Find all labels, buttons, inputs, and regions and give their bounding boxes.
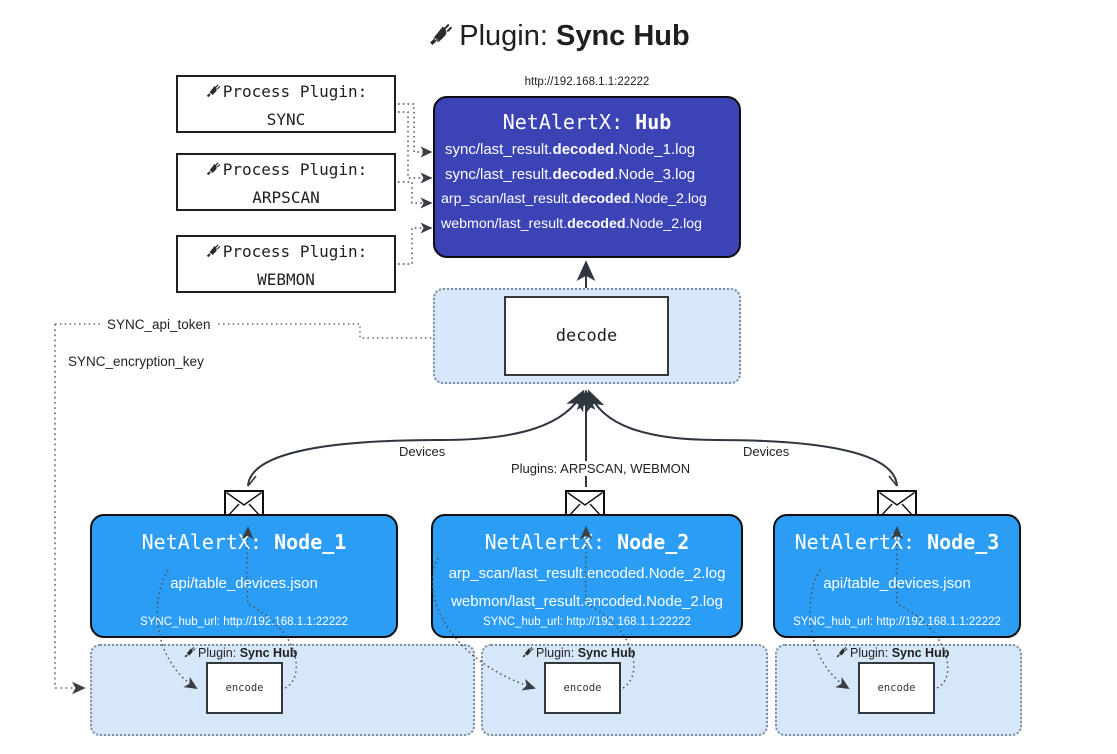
encode-caption-name: Sync Hub (891, 646, 950, 660)
plug-icon (427, 19, 455, 59)
plug-icon (183, 645, 197, 662)
hub-line-pre: sync/last_result. (445, 166, 553, 183)
process-plugin-label: Process Plugin: (222, 160, 368, 179)
process-plugin-line1: Process Plugin: (178, 239, 394, 267)
process-plugin-label: Process Plugin: (222, 242, 368, 261)
hub-log-line: sync/last_result.decoded.Node_1.log (435, 137, 739, 162)
process-plugin-line2: WEBMON (257, 270, 315, 289)
label-sync-encryption-key: SYNC_encryption_key (64, 354, 208, 369)
node-log-line: api/table_devices.json (170, 575, 318, 592)
envelope-stem-3 (888, 475, 898, 487)
encode-caption-name: Sync Hub (577, 646, 636, 660)
process-plugin-sync[interactable]: Process Plugin: SYNC (176, 75, 396, 133)
encode-box-node-1[interactable]: encode (206, 662, 283, 714)
hub-log-line: webmon/last_result.decoded.Node_2.log (435, 212, 739, 237)
encode-caption-prefix: Plugin: (850, 646, 892, 660)
process-plugin-line1: Process Plugin: (178, 79, 394, 107)
hub-line-post: .Node_3.log (614, 166, 696, 183)
encode-caption-node-2: Plugin: Sync Hub (521, 645, 635, 662)
plug-icon (205, 81, 222, 107)
node-title-name: Node_2 (617, 530, 690, 554)
envelope-stem-1 (247, 475, 257, 487)
encode-box-node-2[interactable]: encode (544, 662, 621, 714)
node-box-node-3[interactable]: NetAlertX: Node_3 api/table_devices.json… (773, 514, 1021, 638)
hub-line-post: .Node_2.log (630, 191, 707, 207)
edge-label-devices-right: Devices (738, 444, 795, 459)
encode-caption-name: Sync Hub (239, 646, 298, 660)
node-footer-hub-url: SYNC_hub_url: http://192.168.1.1:22222 (140, 616, 348, 628)
title-plugin-name: Sync Hub (555, 20, 690, 52)
hub-line-mid: decoded (567, 216, 626, 232)
process-plugin-webmon[interactable]: Process Plugin: WEBMON (176, 235, 396, 293)
hub-line-pre: webmon/last_result. (441, 216, 568, 232)
edge-sync-to-hub-line1 (398, 103, 433, 158)
plug-icon (205, 159, 222, 185)
hub-line-pre: sync/last_result. (445, 141, 553, 158)
edge-sync-to-hub-line2 (398, 111, 433, 184)
node-box-node-2[interactable]: NetAlertX: Node_2 arp_scan/last_result.e… (431, 514, 743, 638)
label-sync-api-token: SYNC_api_token (103, 317, 215, 332)
encode-box-node-3[interactable]: encode (858, 662, 935, 714)
plug-icon (521, 645, 535, 662)
node-lines: api/table_devices.json (92, 558, 396, 598)
edge-label-plugins: Plugins: ARPSCAN, WEBMON (506, 461, 696, 476)
node-box-node-1[interactable]: NetAlertX: Node_1 api/table_devices.json… (90, 514, 398, 638)
process-plugin-line2: SYNC (266, 110, 306, 129)
node-lines: api/table_devices.json (775, 558, 1019, 598)
node-title: NetAlertX: Node_3 (775, 526, 1019, 558)
node-lines: arp_scan/last_result.encoded.Node_2.log … (433, 558, 741, 616)
edge-webmon-to-hub (398, 222, 433, 265)
hub-title: NetAlertX: Hub (435, 107, 739, 137)
process-plugin-line1: Process Plugin: (178, 157, 394, 185)
process-plugin-line2: ARPSCAN (252, 188, 320, 207)
node-title-prefix: NetAlertX: (141, 530, 275, 554)
hub-title-name: Hub (635, 110, 672, 134)
encode-caption-node-1: Plugin: Sync Hub (183, 645, 297, 662)
hub-line-mid: decoded (571, 191, 631, 207)
hub-line-post: .Node_1.log (614, 141, 696, 158)
process-plugin-arpscan[interactable]: Process Plugin: ARPSCAN (176, 153, 396, 211)
hub-box[interactable]: NetAlertX: Hub sync/last_result.decoded.… (433, 96, 741, 258)
plug-icon (205, 241, 222, 267)
encode-caption-node-3: Plugin: Sync Hub (835, 645, 949, 662)
page-title: Plugin: Sync Hub (0, 16, 1117, 59)
node-footer-hub-url: SYNC_hub_url: http://192.168.1.1:22222 (483, 616, 691, 628)
hub-line-mid: decoded (552, 141, 615, 158)
node-footer-hub-url: SYNC_hub_url: http://192.168.1.1:22222 (793, 616, 1001, 628)
node-log-line: webmon/last_result.encoded.Node_2.log (451, 593, 723, 610)
node-title-name: Node_3 (927, 530, 1000, 554)
edge-encryption-key-path (54, 324, 86, 695)
node-log-line: arp_scan/last_result.encoded.Node_2.log (448, 565, 726, 582)
node-title-name: Node_1 (274, 530, 347, 554)
hub-line-post: .Node_2.log (625, 216, 703, 232)
plug-icon (835, 645, 849, 662)
node-log-line: api/table_devices.json (823, 575, 971, 592)
hub-line-mid: decoded (552, 166, 615, 183)
edge-arpscan-to-hub (398, 181, 433, 209)
encode-caption-prefix: Plugin: (536, 646, 578, 660)
hub-log-line: sync/last_result.decoded.Node_3.log (435, 162, 739, 187)
node-title-prefix: NetAlertX: (794, 530, 928, 554)
encode-caption-prefix: Plugin: (198, 646, 240, 660)
hub-log-line: arp_scan/last_result.decoded.Node_2.log (435, 187, 739, 212)
hub-line-pre: arp_scan/last_result. (441, 191, 572, 207)
edge-label-devices-left: Devices (394, 444, 451, 459)
process-plugin-label: Process Plugin: (222, 82, 368, 101)
decode-box[interactable]: decode (504, 296, 669, 376)
node-title: NetAlertX: Node_2 (433, 526, 741, 558)
node-title-prefix: NetAlertX: (484, 530, 618, 554)
title-prefix: Plugin: (459, 20, 556, 52)
hub-title-prefix: NetAlertX: (502, 110, 636, 134)
node-title: NetAlertX: Node_1 (92, 526, 396, 558)
hub-url-caption: http://192.168.1.1:22222 (524, 76, 650, 88)
